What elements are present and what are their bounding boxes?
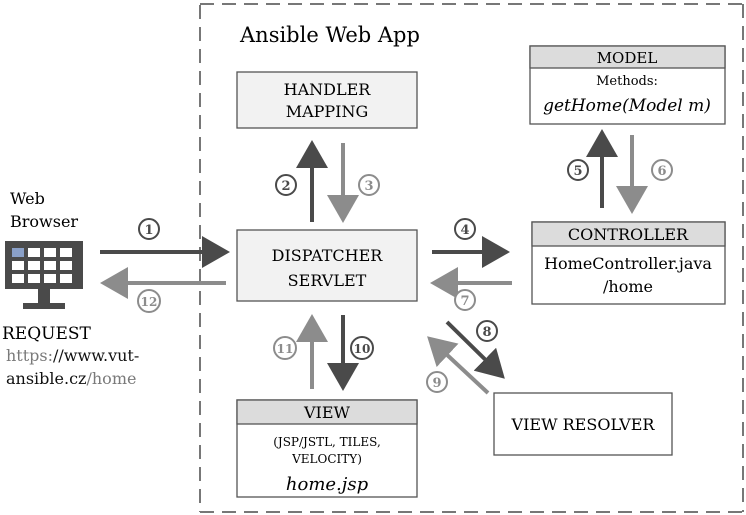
controller-line2: /home: [603, 277, 653, 296]
step-9-label: 9: [432, 376, 441, 391]
monitor-icon: [5, 241, 83, 309]
view-box: VIEW (JSP/JSTL, TILES, VELOCITY) home.js…: [236, 399, 418, 498]
step-9-badge: 9: [426, 371, 448, 393]
step-7-badge: 7: [454, 289, 476, 311]
model-box: MODEL Methods: getHome(Model m): [529, 45, 726, 125]
browser-label-line2: Browser: [10, 212, 78, 231]
view-line2: VELOCITY): [291, 452, 362, 466]
step-5-label: 5: [573, 164, 582, 179]
dispatcher-line1: DISPATCHER: [272, 246, 384, 265]
arrow-8: [445, 320, 505, 379]
view-line1: (JSP/JSTL, TILES,: [273, 435, 381, 449]
step-12-label: 12: [141, 295, 158, 309]
view-title: VIEW: [303, 403, 351, 422]
step-5-badge: 5: [567, 159, 589, 181]
model-title: MODEL: [597, 49, 658, 67]
app-title: Ansible Web App: [239, 23, 420, 47]
handler-mapping-line1: HANDLER: [284, 80, 372, 99]
step-4-label: 4: [460, 223, 469, 238]
step-8-badge: 8: [476, 320, 498, 342]
step-3-badge: 3: [358, 174, 380, 196]
step-6-badge: 6: [651, 159, 673, 181]
arrow-9: [427, 336, 490, 395]
step-11-label: 11: [277, 342, 294, 356]
handler-mapping-box: HANDLER MAPPING: [236, 71, 418, 129]
arrows: [100, 129, 648, 395]
step-10-badge: 10: [350, 336, 374, 360]
app-boundary: [199, 3, 744, 513]
step-11-badge: 11: [273, 336, 297, 360]
step-1-badge: 1: [138, 218, 160, 240]
browser-label-line1: Web: [10, 189, 45, 208]
controller-box: CONTROLLER HomeController.java /home: [531, 221, 726, 305]
model-methods-label: Methods:: [596, 74, 658, 89]
step-4-badge: 4: [454, 218, 476, 240]
handler-mapping-line2: MAPPING: [286, 102, 369, 121]
step-2-badge: 2: [275, 174, 297, 196]
step-10-label: 10: [354, 342, 371, 356]
step-7-label: 7: [460, 294, 469, 309]
step-2-label: 2: [281, 179, 290, 194]
view-resolver-box: VIEW RESOLVER: [493, 392, 673, 456]
step-1-label: 1: [144, 223, 153, 238]
dispatcher-servlet-box: DISPATCHER SERVLET: [236, 229, 418, 302]
step-6-label: 6: [657, 164, 666, 179]
step-12-badge: 12: [137, 289, 161, 313]
step-3-label: 3: [364, 179, 373, 194]
request-url-line2: ansible.cz/home: [6, 369, 136, 388]
controller-title: CONTROLLER: [568, 225, 689, 244]
model-method: getHome(Model m): [543, 96, 711, 116]
request-url-line1: https://www.vut-: [6, 346, 139, 365]
controller-line1: HomeController.java: [544, 254, 712, 273]
dispatcher-line2: SERVLET: [288, 271, 367, 290]
request-label: REQUEST: [2, 324, 92, 344]
view-resolver-label: VIEW RESOLVER: [511, 415, 656, 434]
step-8-label: 8: [482, 325, 491, 340]
view-file: home.jsp: [286, 474, 369, 495]
